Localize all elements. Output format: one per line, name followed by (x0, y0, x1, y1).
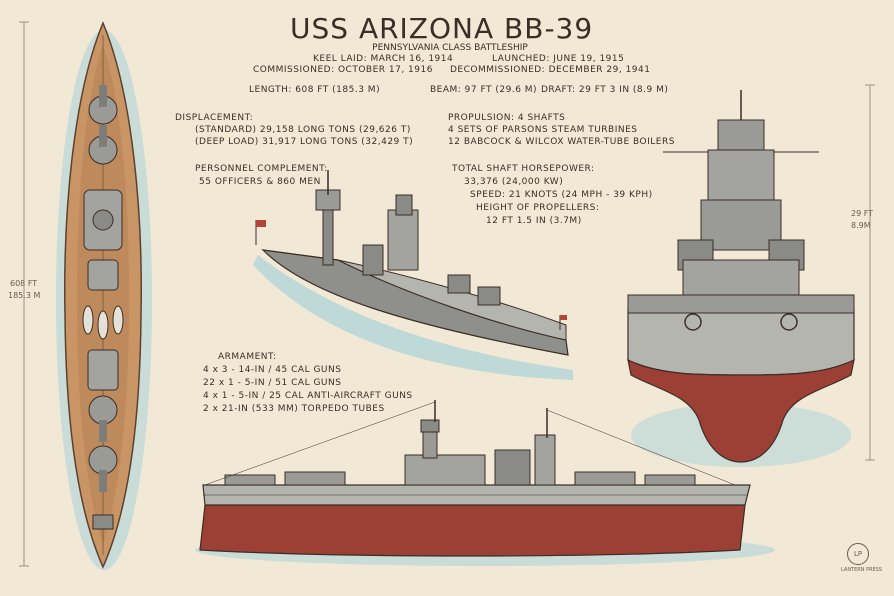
ship-class: PENNSYLVANIA CLASS BATTLESHIP (372, 43, 528, 53)
displacement-heading: DISPLACEMENT: (175, 113, 254, 123)
side-profile-illustration (195, 400, 775, 566)
personnel-value: 55 OFFICERS & 860 MEN (199, 177, 321, 187)
draft-spec: DRAFT: 29 FT 3 IN (8.9 M) (541, 85, 669, 95)
logo-caption: LANTERN PRESS (841, 567, 883, 573)
armament-heading: ARMAMENT: (218, 352, 277, 362)
decommissioned-date: DECOMMISSIONED: DECEMBER 29, 1941 (450, 65, 651, 75)
publisher-logo: LP (847, 543, 869, 565)
propulsion-turbines: 4 SETS OF PARSONS STEAM TURBINES (448, 125, 638, 135)
propeller-value: 12 FT 1.5 IN (3.7M) (486, 216, 582, 226)
armament-item: 4 x 1 - 5-IN / 25 CAL ANTI-AIRCRAFT GUNS (203, 391, 413, 401)
personnel-heading: PERSONNEL COMPLEMENT: (195, 164, 328, 174)
displacement-deep-load: (DEEP LOAD) 31,917 LONG TONS (32,429 T) (195, 137, 414, 147)
propeller-heading: HEIGHT OF PROPELLERS: (476, 203, 600, 213)
armament-item: 2 x 21-IN (533 MM) TORPEDO TUBES (203, 404, 385, 414)
poster-title: USS ARIZONA BB-39 (290, 12, 594, 45)
logo-mark: LP (853, 550, 863, 558)
armament-item: 22 x 1 - 5-IN / 51 CAL GUNS (203, 378, 342, 388)
perspective-view-illustration (253, 170, 573, 380)
length-spec: LENGTH: 608 FT (185.3 M) (249, 85, 381, 95)
beam-spec: BEAM: 97 FT (29.6 M) (430, 85, 538, 95)
armament-item: 4 x 3 - 14-IN / 45 CAL GUNS (203, 365, 342, 375)
height-dimension-m: 8.9M (851, 221, 871, 230)
propulsion-shafts: PROPULSION: 4 SHAFTS (448, 113, 566, 123)
commissioned-date: COMMISSIONED: OCTOBER 17, 1916 (253, 65, 433, 75)
speed-value: SPEED: 21 KNOTS (24 MPH - 39 KPH) (470, 190, 653, 200)
displacement-standard: (STANDARD) 29,158 LONG TONS (29,626 T) (195, 125, 411, 135)
length-dimension-ft: 608 FT (10, 279, 38, 288)
plan-view-illustration (56, 21, 152, 570)
front-view-illustration (627, 90, 855, 467)
keel-laid-date: KEEL LAID: MARCH 16, 1914 (313, 54, 454, 64)
height-dimension-ft: 29 FT (851, 209, 874, 218)
horsepower-heading: TOTAL SHAFT HORSEPOWER: (452, 164, 595, 174)
propulsion-boilers: 12 BABCOCK & WILCOX WATER-TUBE BOILERS (448, 137, 675, 147)
horsepower-value: 33,376 (24,000 KW) (464, 177, 564, 187)
launched-date: LAUNCHED: JUNE 19, 1915 (492, 54, 625, 64)
